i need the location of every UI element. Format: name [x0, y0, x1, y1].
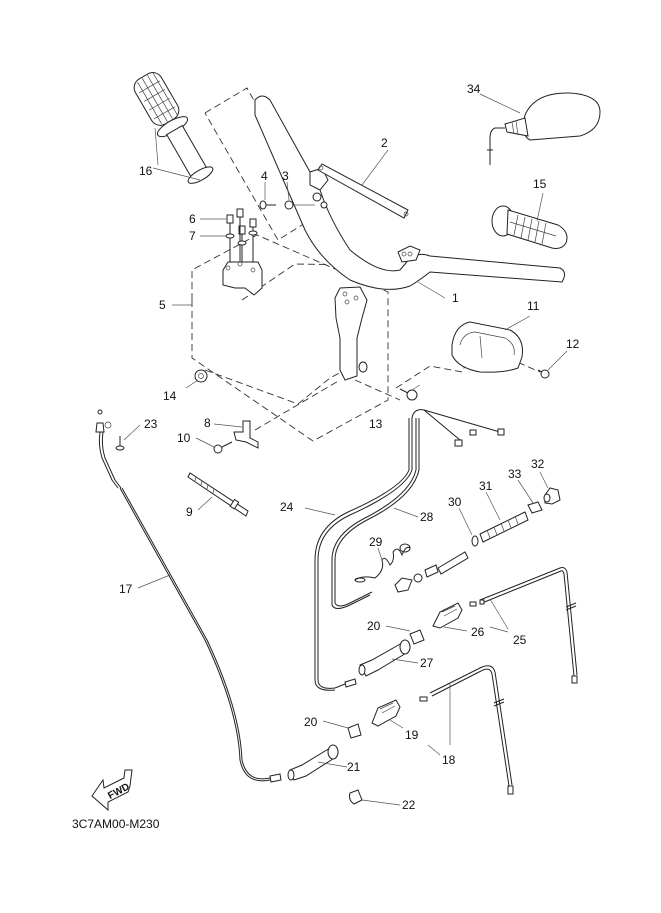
part-24-cable[interactable] [314, 418, 413, 691]
part-10-bolt[interactable] [213, 441, 233, 454]
part-15-right-grip[interactable] [491, 205, 568, 249]
part-22-cable-clip[interactable] [349, 789, 363, 805]
part-6-holder-bolts[interactable] [226, 208, 257, 265]
part-16-left-grip[interactable] [129, 68, 218, 188]
part-20-adjuster-nut-lower[interactable] [347, 723, 362, 739]
callout-9: 9 [186, 505, 193, 519]
callout-25: 25 [513, 633, 527, 647]
callout-32: 32 [531, 457, 545, 471]
callout-12: 12 [566, 337, 580, 351]
part-27-cable-boot[interactable] [358, 639, 411, 677]
part-31-spring[interactable] [479, 511, 529, 543]
part-29-wire[interactable] [354, 543, 411, 583]
part-28-cable[interactable] [331, 418, 420, 609]
part-21-cable-boot[interactable] [287, 744, 339, 781]
part-4-bolt[interactable] [259, 200, 276, 210]
part-17-throttle-cable[interactable] [95, 409, 282, 783]
part-19-cable-adjuster[interactable] [371, 699, 401, 727]
callout-33: 33 [508, 467, 522, 481]
part-8-bracket[interactable] [233, 420, 259, 449]
callout-28: 28 [420, 510, 434, 524]
callout-14: 14 [163, 389, 177, 403]
diagram-code: 3C7AM00-M230 [72, 817, 160, 831]
part-14-nut[interactable] [194, 369, 208, 383]
callout-34: 34 [467, 82, 481, 96]
callout-26: 26 [471, 625, 485, 639]
steering-stem-holder[interactable] [334, 286, 368, 381]
callout-23: 23 [144, 417, 158, 431]
callout-20b: 20 [304, 715, 318, 729]
part-26-cable-adjuster[interactable] [432, 602, 463, 629]
upper-holder[interactable] [222, 261, 263, 296]
callout-labels: 1 2 3 4 5 6 7 8 9 10 11 12 13 14 15 16 1… [119, 82, 580, 812]
assembly-outline-5 [191, 234, 389, 442]
part-34-mirror[interactable] [487, 92, 601, 165]
threaded-rod-assembly [394, 551, 469, 593]
callout-24: 24 [280, 500, 294, 514]
part-12-screw[interactable] [537, 369, 550, 379]
callout-22: 22 [402, 798, 416, 812]
callout-31: 31 [479, 479, 493, 493]
callout-19: 19 [405, 728, 419, 742]
callout-5: 5 [159, 298, 166, 312]
callout-3: 3 [282, 169, 289, 183]
part-20-adjuster-nut-upper[interactable] [409, 629, 425, 645]
callout-4: 4 [261, 169, 268, 183]
callout-18: 18 [442, 753, 456, 767]
part-23-screw[interactable] [115, 436, 125, 451]
part-33-collar[interactable] [527, 501, 543, 514]
cable-top-junction [411, 409, 505, 447]
callout-13: 13 [369, 417, 383, 431]
part-30-o-ring[interactable] [471, 535, 479, 547]
callout-16: 16 [139, 164, 153, 178]
part-25-brake-cable[interactable] [469, 567, 578, 684]
part-11-handlebar-cover[interactable] [451, 321, 523, 373]
fwd-arrow-icon: FWD [91, 769, 133, 812]
callout-11: 11 [527, 299, 540, 313]
callout-1: 1 [452, 291, 459, 305]
callout-20a: 20 [367, 619, 381, 633]
part-7-washers[interactable] [225, 230, 258, 246]
part-9-cable-band[interactable] [187, 472, 249, 517]
callout-7: 7 [189, 229, 196, 243]
callout-10: 10 [177, 431, 191, 445]
part-18-brake-cable[interactable] [419, 665, 514, 795]
callout-29: 29 [369, 535, 383, 549]
part-3-collar[interactable] [284, 200, 315, 210]
callout-8: 8 [204, 416, 211, 430]
callout-6: 6 [189, 212, 196, 226]
callout-30: 30 [448, 495, 462, 509]
part-2-brace[interactable] [317, 163, 409, 219]
callout-17: 17 [119, 582, 133, 596]
leader-lines [123, 93, 568, 806]
callout-27: 27 [420, 656, 434, 670]
part-1-handlebar[interactable] [254, 95, 566, 290]
part-32-adjuster-knob[interactable] [543, 487, 561, 505]
callout-21: 21 [347, 760, 361, 774]
callout-15: 15 [533, 177, 547, 191]
part-13-bolt[interactable] [399, 388, 418, 401]
callout-2: 2 [381, 136, 388, 150]
